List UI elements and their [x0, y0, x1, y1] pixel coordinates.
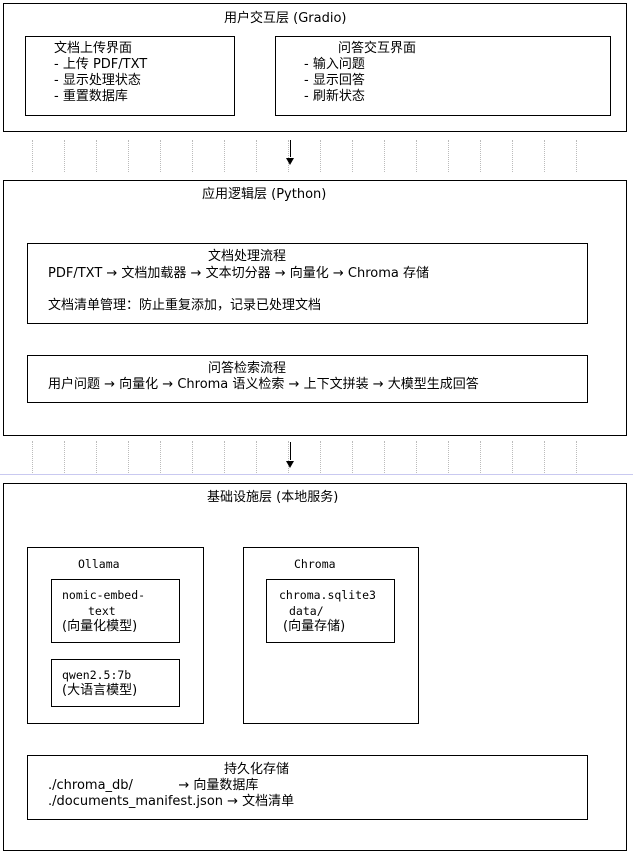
- embed-model-desc: (向量化模型): [62, 619, 138, 634]
- ollama-title: Ollama: [78, 557, 120, 571]
- doc-upload-item: - 显示处理状态: [54, 73, 141, 88]
- llm-model-name: qwen2.5:7b: [62, 668, 132, 682]
- connector-dots: [32, 441, 612, 473]
- doc-upload-title: 文档上传界面: [54, 41, 133, 56]
- connector-dots: [32, 140, 612, 172]
- doc-upload-box: 文档上传界面 - 上传 PDF/TXT - 显示处理状态 - 重置数据库: [25, 36, 235, 116]
- qa-ui-box: 问答交互界面 - 输入问题 - 显示回答 - 刷新状态: [275, 36, 611, 116]
- llm-model-box: qwen2.5:7b (大语言模型): [51, 659, 180, 707]
- flow-arrow-line: [290, 140, 291, 157]
- qa-flow-box: 问答检索流程 用户问题 → 向量化 → Chroma 语义检索 → 上下文拼装 …: [27, 355, 588, 403]
- storage-title: 持久化存储: [224, 762, 290, 777]
- doc-flow-pipeline: PDF/TXT → 文档加载器 → 文本切分器 → 向量化 → Chroma 存…: [48, 266, 429, 281]
- app-layer-title: 应用逻辑层 (Python): [202, 187, 327, 202]
- doc-upload-item: - 上传 PDF/TXT: [54, 57, 148, 72]
- chroma-sqlite-file: chroma.sqlite3: [279, 588, 376, 602]
- llm-model-desc: (大语言模型): [62, 683, 138, 698]
- storage-chroma-db: ./chroma_db/ → 向量数据库: [48, 778, 259, 793]
- chroma-title: Chroma: [294, 557, 336, 571]
- doc-manifest-note: 文档清单管理：防止重复添加，记录已处理文档: [48, 298, 322, 313]
- chroma-store-box: chroma.sqlite3 data/ (向量存储): [266, 579, 395, 643]
- storage-box: 持久化存储 ./chroma_db/ → 向量数据库 ./documents_m…: [27, 755, 588, 820]
- flow-arrow-line: [290, 442, 291, 460]
- qa-flow-pipeline: 用户问题 → 向量化 → Chroma 语义检索 → 上下文拼装 → 大模型生成…: [48, 377, 479, 392]
- divider-line: [0, 474, 633, 475]
- storage-manifest: ./documents_manifest.json → 文档清单: [48, 794, 295, 809]
- doc-flow-box: 文档处理流程 PDF/TXT → 文档加载器 → 文本切分器 → 向量化 → C…: [27, 243, 588, 324]
- embed-model-box: nomic-embed- text (向量化模型): [51, 579, 180, 643]
- embed-model-name: nomic-embed-: [62, 588, 146, 602]
- chroma-store-desc: (向量存储): [283, 619, 346, 634]
- chroma-data-dir: data/: [289, 604, 324, 618]
- qa-flow-title: 问答检索流程: [208, 361, 287, 376]
- qa-ui-item: - 显示回答: [304, 73, 365, 88]
- doc-upload-item: - 重置数据库: [54, 89, 128, 104]
- doc-flow-title: 文档处理流程: [208, 249, 287, 264]
- flow-arrow-head: [286, 461, 294, 468]
- qa-ui-item: - 刷新状态: [304, 89, 365, 104]
- embed-model-name-cont: text: [88, 604, 116, 618]
- qa-ui-item: - 输入问题: [304, 57, 365, 72]
- flow-arrow-head: [286, 158, 294, 165]
- qa-ui-title: 问答交互界面: [338, 41, 417, 56]
- infra-layer-title: 基础设施层 (本地服务): [207, 490, 339, 505]
- ui-layer-title: 用户交互层 (Gradio): [224, 11, 347, 26]
